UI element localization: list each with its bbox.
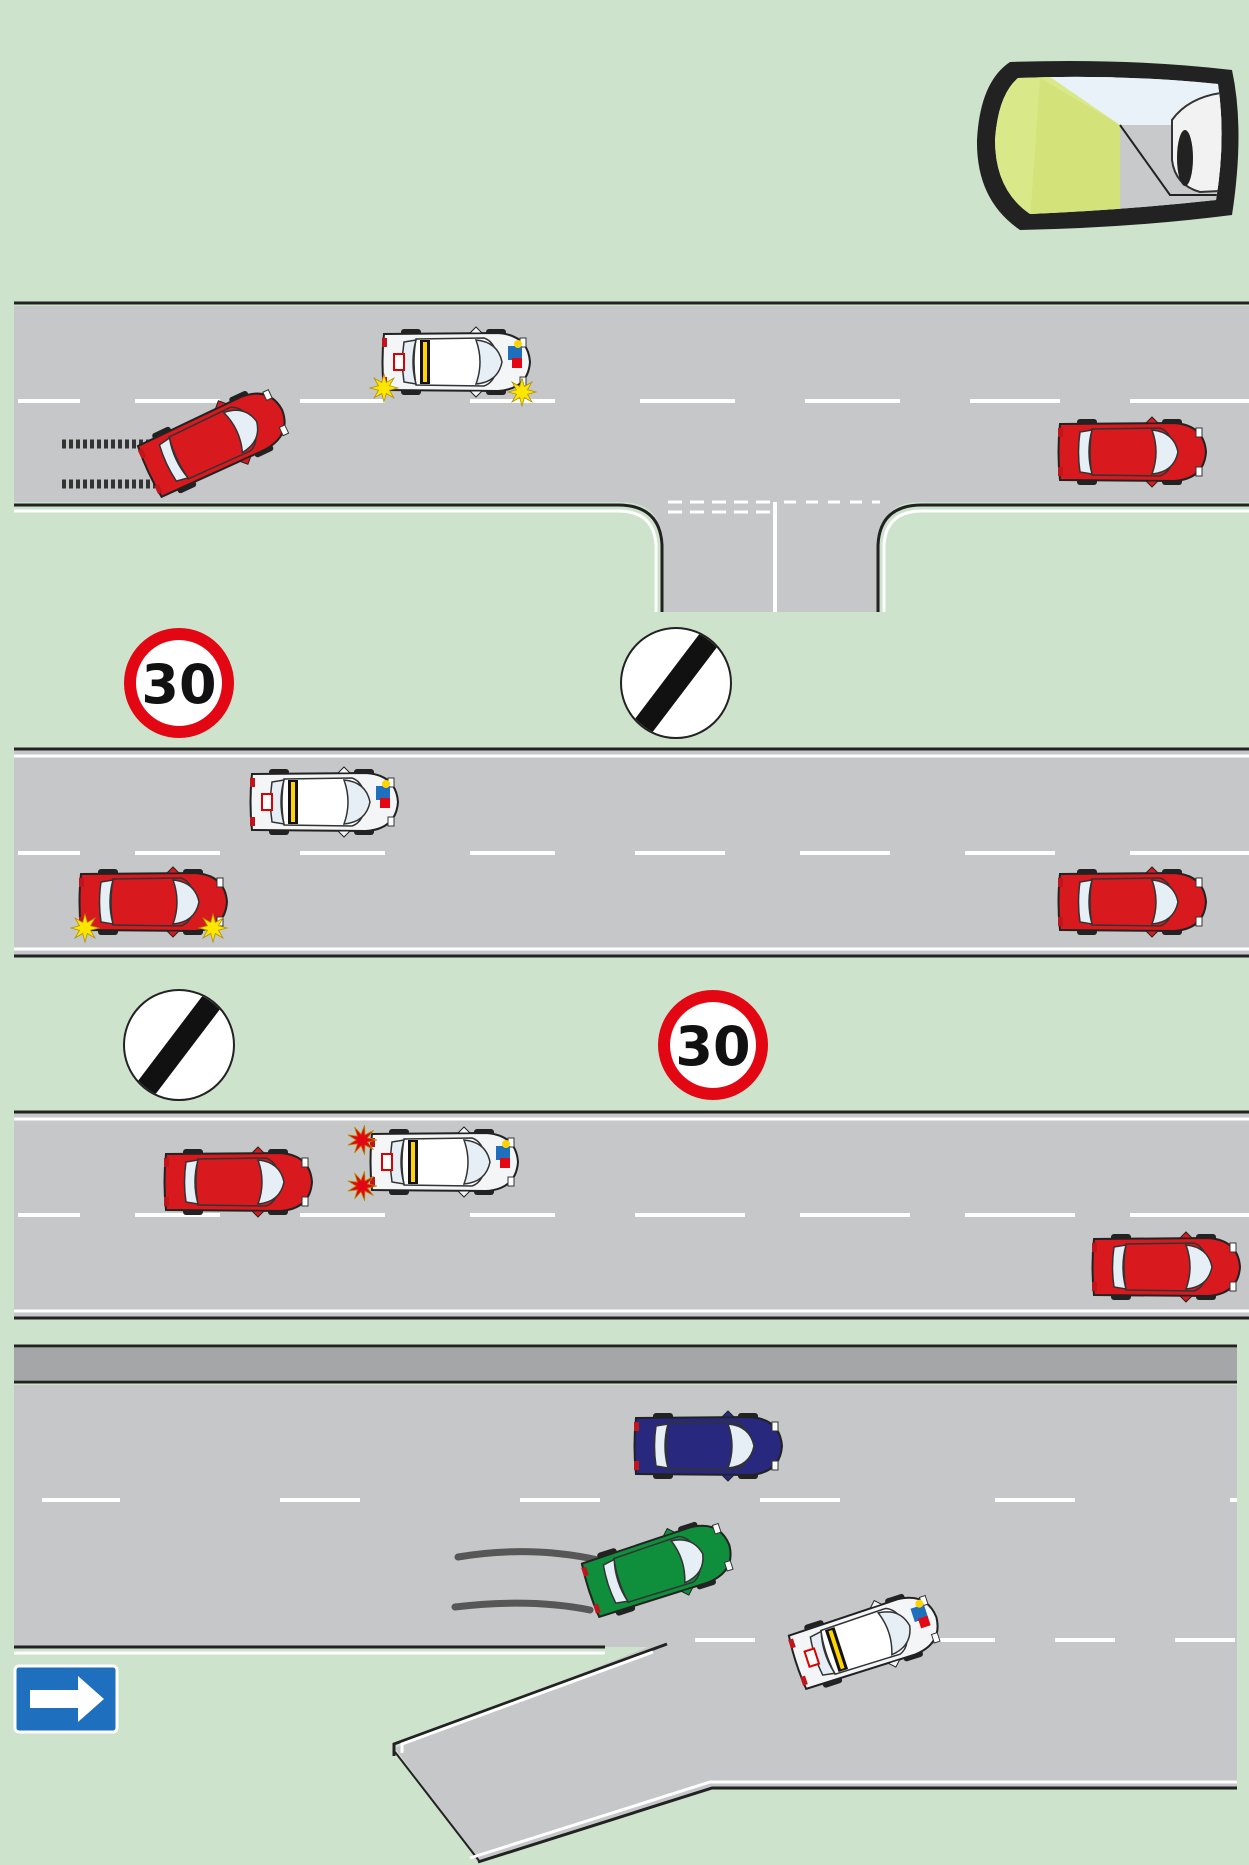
learner-car <box>250 767 398 837</box>
national-speed-limit-sign-icon <box>124 987 234 1103</box>
learner-car <box>348 1125 518 1201</box>
red-car <box>1058 417 1206 487</box>
one-way-arrow-icon <box>15 1666 117 1732</box>
blue-car <box>634 1411 782 1481</box>
red-car <box>164 1147 312 1217</box>
speed-limit-label: 30 <box>675 1015 750 1078</box>
speed-limit-30-sign-b: 30 <box>658 990 768 1100</box>
speed-limit-30-sign-a: 30 <box>124 628 234 738</box>
rear-view-mirror-icon <box>977 61 1240 230</box>
speed-limit-label: 30 <box>141 653 216 716</box>
national-speed-limit-sign-icon <box>621 625 731 741</box>
red-car <box>1092 1232 1240 1302</box>
red-car <box>1058 867 1206 937</box>
red-car <box>71 867 227 942</box>
